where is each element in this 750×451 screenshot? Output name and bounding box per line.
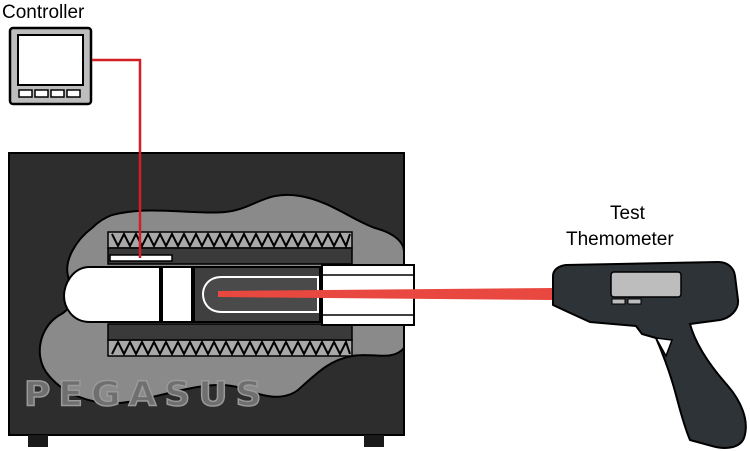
front-tube — [62, 266, 161, 323]
thermometer-label-line1: Test — [610, 203, 645, 224]
heating-coil-icon — [107, 339, 353, 357]
thermometer-label-line2: Themometer — [566, 229, 674, 250]
controller-wire — [92, 58, 142, 258]
brand-logo: PEGASUS — [23, 374, 270, 414]
controller-label: Controller — [2, 2, 85, 23]
ir-beam — [218, 288, 553, 300]
tube-spacer — [161, 266, 193, 323]
ir-thermometer-icon — [552, 260, 747, 449]
block-bar-lower — [107, 323, 353, 341]
controller-panel-icon — [8, 26, 93, 106]
thermometer-display — [610, 271, 682, 298]
heating-coil-icon — [107, 231, 353, 249]
